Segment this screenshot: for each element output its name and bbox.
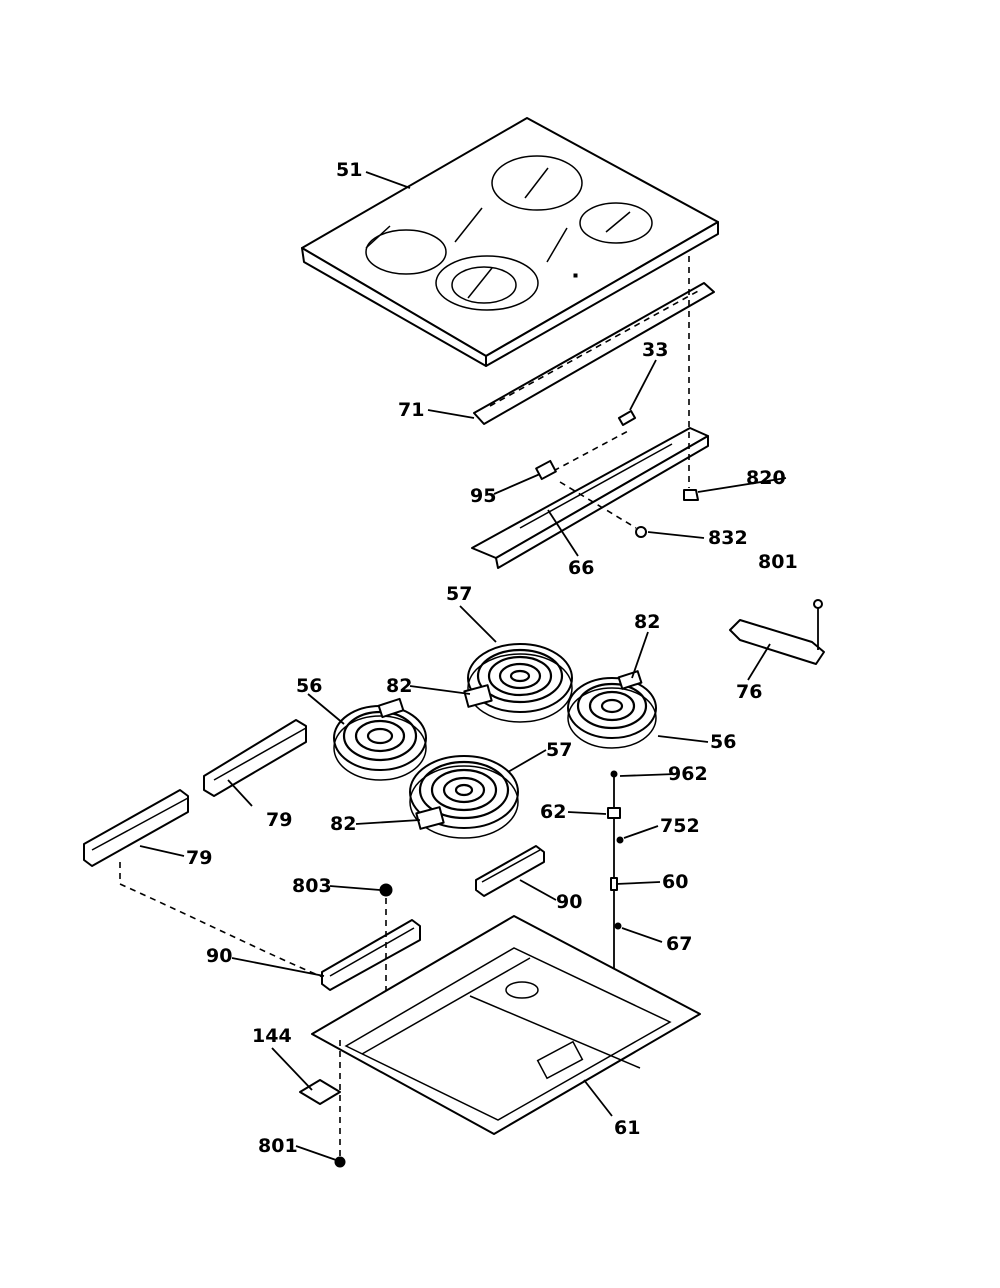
callout-801-bottom: 801 xyxy=(258,1135,298,1157)
callout-56-left: 56 xyxy=(296,675,322,697)
callout-60: 60 xyxy=(662,871,688,893)
callout-90-right: 90 xyxy=(556,891,582,913)
screw-820 xyxy=(683,256,699,501)
callout-144: 144 xyxy=(252,1025,292,1047)
callout-61: 61 xyxy=(614,1117,640,1139)
part-33 xyxy=(617,410,637,426)
callout-962: 962 xyxy=(668,763,708,785)
callout-82-right: 82 xyxy=(634,611,660,633)
trim-strip-79-lower xyxy=(83,789,331,981)
main-box-61 xyxy=(311,915,701,1158)
callout-90-left: 90 xyxy=(206,945,232,967)
callout-71: 71 xyxy=(398,399,424,421)
bracket-90-right xyxy=(475,845,545,897)
callout-79-lower: 79 xyxy=(186,847,212,869)
callout-33: 33 xyxy=(642,339,668,361)
callout-51: 51 xyxy=(336,159,362,181)
bracket-76 xyxy=(729,599,825,665)
callout-67: 67 xyxy=(666,933,692,955)
screw-801-bottom xyxy=(334,1156,346,1168)
element-57-top xyxy=(463,643,573,723)
element-56-left xyxy=(333,697,427,781)
callout-57-top: 57 xyxy=(446,583,472,605)
screw-832 xyxy=(559,481,647,538)
clip-95 xyxy=(535,459,557,481)
callout-labels: 51 33 71 820 95 832 66 801 57 82 76 56 8… xyxy=(186,159,798,1157)
trim-strip-79-upper xyxy=(203,719,307,797)
callout-56-right: 56 xyxy=(710,731,736,753)
callout-66: 66 xyxy=(568,557,594,579)
callout-752: 752 xyxy=(660,815,700,837)
callout-82-mid: 82 xyxy=(386,675,412,697)
callout-57-low: 57 xyxy=(546,739,572,761)
bracket-66 xyxy=(471,427,709,569)
element-56-right xyxy=(567,670,657,749)
callout-832: 832 xyxy=(708,527,748,549)
callout-820: 820 xyxy=(746,467,786,489)
cooktop-glass xyxy=(301,117,719,367)
callout-801-top: 801 xyxy=(758,551,798,573)
callout-95: 95 xyxy=(470,485,496,507)
leader-lines xyxy=(139,171,787,1161)
bracket-90-left xyxy=(321,919,421,991)
callout-82-low: 82 xyxy=(330,813,356,835)
callout-76: 76 xyxy=(736,681,762,703)
front-trim-71 xyxy=(473,282,715,425)
callout-79-upper: 79 xyxy=(266,809,292,831)
callout-803: 803 xyxy=(292,875,332,897)
element-57-lower xyxy=(409,755,519,839)
callout-62: 62 xyxy=(540,801,566,823)
part-144 xyxy=(299,1079,341,1105)
